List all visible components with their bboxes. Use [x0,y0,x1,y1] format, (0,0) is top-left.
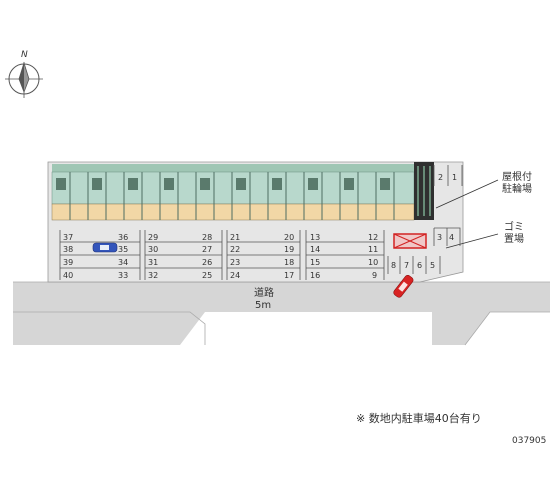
parked-car-blue [92,242,118,253]
parking-capacity-note: ※ 数地内駐車場40台有り [356,412,482,425]
stall-number: 19 [284,245,294,254]
stall-number: 28 [202,233,212,242]
stall-number: 4 [449,233,454,242]
stall-number: 33 [118,271,128,280]
north-letter: N [21,50,28,60]
garbage-label-line2: 置場 [504,232,524,245]
bicycle-parking: 屋根付 駐輪場 [414,162,532,220]
road-width-label: 5m [255,300,271,311]
stall-number: 23 [230,258,240,267]
stall-number: 13 [310,233,320,242]
bicycle-parking-leader [435,179,499,209]
stall-number: 34 [118,258,128,267]
parked-car-red [393,274,414,298]
stall-number: 26 [202,258,212,267]
stall-number: 40 [63,271,73,280]
north-arrow-icon: N [5,50,43,98]
road-name-label: 道路 [254,286,274,299]
bicycle-parking-label-line2: 駐輪場 [502,182,532,195]
stall-number: 10 [368,258,378,267]
stall-number: 7 [404,261,409,270]
road: 道路 5m [13,281,550,346]
stall-number: 37 [63,233,73,242]
garbage-area: ゴミ 置場 [393,220,524,249]
garbage-label-line1: ゴミ [504,220,524,233]
stall-number: 21 [230,233,240,242]
stall-number: 11 [368,245,378,254]
stall-number: 36 [118,233,128,242]
stall-number: 35 [118,245,128,254]
stall-number: 3 [437,233,442,242]
stall-number: 16 [310,271,320,280]
stall-number: 29 [148,233,158,242]
road-edge-south-east [464,311,550,346]
parking-stall-lines [59,165,463,280]
building-stair-marks [56,178,390,190]
stall-number: 15 [310,258,320,267]
apartment-building [51,164,415,221]
parking-numbers: 37 38 39 40 36 35 34 33 29 30 31 32 28 2… [63,173,457,280]
stall-number: 24 [230,271,240,280]
stall-number: 27 [202,245,212,254]
building-unit-dividers [69,172,395,220]
bicycle-rack-lines [417,166,431,216]
stall-number: 30 [148,245,158,254]
stall-number: 9 [372,271,377,280]
stall-number: 12 [368,233,378,242]
road-edge-south [13,311,206,345]
map-code: 037905 [512,436,547,446]
stall-number: 32 [148,271,158,280]
stall-number: 20 [284,233,294,242]
stall-number: 14 [310,245,320,254]
stall-number: 22 [230,245,240,254]
stall-number: 2 [438,173,443,182]
stall-number: 39 [63,258,73,267]
bicycle-parking-label-line1: 屋根付 [502,170,532,183]
stall-number: 1 [452,173,457,182]
building-roof [52,164,414,172]
stall-number: 25 [202,271,212,280]
stall-number: 18 [284,258,294,267]
stall-number: 31 [148,258,158,267]
garbage-leader [445,233,499,249]
road-area [13,282,550,345]
stall-number: 38 [63,245,73,254]
stall-number: 6 [417,261,422,270]
stall-number: 17 [284,271,294,280]
stall-number: 5 [430,261,435,270]
stall-number: 8 [391,261,396,270]
